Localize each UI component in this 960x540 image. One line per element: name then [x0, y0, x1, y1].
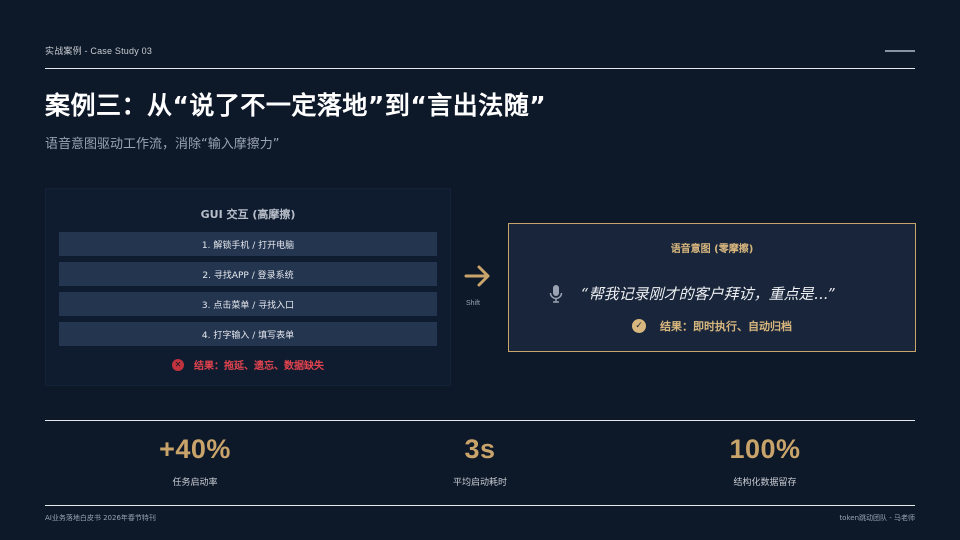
- page-subtitle: 语音意图驱动工作流，消除“输入摩擦力”: [45, 137, 280, 152]
- footer-author: token跳动团队 - 马老师: [839, 514, 915, 522]
- gui-result-text: 结果：拖延、遗忘、数据缺失: [194, 361, 324, 372]
- voice-quote-row: “帮我记录刚才的客户拜访，重点是...”: [549, 283, 836, 304]
- page-title: 案例三：从“说了不一定落地”到“言出法随”: [45, 91, 547, 120]
- voice-quote: “帮我记录刚才的客户拜访，重点是...”: [581, 285, 836, 303]
- section-label: 实战案例 - Case Study 03: [45, 46, 153, 56]
- voice-panel-title: 语音意图 (零摩擦): [670, 244, 754, 255]
- gui-step: 4. 打字输入 / 填写表单: [59, 322, 437, 346]
- transition-arrow: [462, 263, 494, 294]
- stats-divider-bottom: [45, 505, 915, 506]
- gui-step: 1. 解锁手机 / 打开电脑: [59, 232, 437, 256]
- gui-interaction-panel: GUI 交互 (高摩擦) 1. 解锁手机 / 打开电脑 2. 寻找APP / 登…: [45, 188, 451, 386]
- gui-step: 3. 点击菜单 / 寻找入口: [59, 292, 437, 316]
- check-circle-icon: ✓: [632, 319, 646, 333]
- stat-task-start-rate: +40% 任务启动率: [95, 434, 295, 488]
- header-decoration: [885, 50, 915, 52]
- gui-step: 2. 寻找APP / 登录系统: [59, 262, 437, 286]
- stat-label: 任务启动率: [172, 478, 218, 488]
- stat-value: 100%: [729, 434, 801, 464]
- gui-result: ✕ 结果：拖延、遗忘、数据缺失: [46, 357, 450, 372]
- stats-divider-top: [45, 420, 915, 421]
- voice-result: ✓ 结果：即时执行、自动归档: [509, 318, 915, 334]
- footer-publication: AI业务落地白皮书 2026年春节特刊: [45, 514, 156, 522]
- voice-intent-panel: 语音意图 (零摩擦) “帮我记录刚才的客户拜访，重点是...” ✓ 结果：即时执…: [508, 223, 916, 352]
- header-divider: [45, 68, 915, 69]
- arrow-right-icon: [464, 265, 490, 287]
- stat-label: 平均启动耗时: [452, 478, 507, 488]
- gui-panel-title: GUI 交互 (高摩擦): [200, 208, 296, 221]
- stat-structured-data-retention: 100% 结构化数据留存: [665, 434, 865, 488]
- voice-result-text: 结果：即时执行、自动归档: [660, 320, 792, 333]
- stat-average-start-time: 3s 平均启动耗时: [380, 434, 580, 488]
- stat-value: +40%: [159, 434, 231, 464]
- microphone-icon: [549, 284, 563, 303]
- x-circle-icon: ✕: [172, 358, 184, 371]
- transition-label: Shift: [465, 300, 480, 307]
- stat-value: 3s: [464, 434, 496, 464]
- stat-label: 结构化数据留存: [733, 478, 797, 488]
